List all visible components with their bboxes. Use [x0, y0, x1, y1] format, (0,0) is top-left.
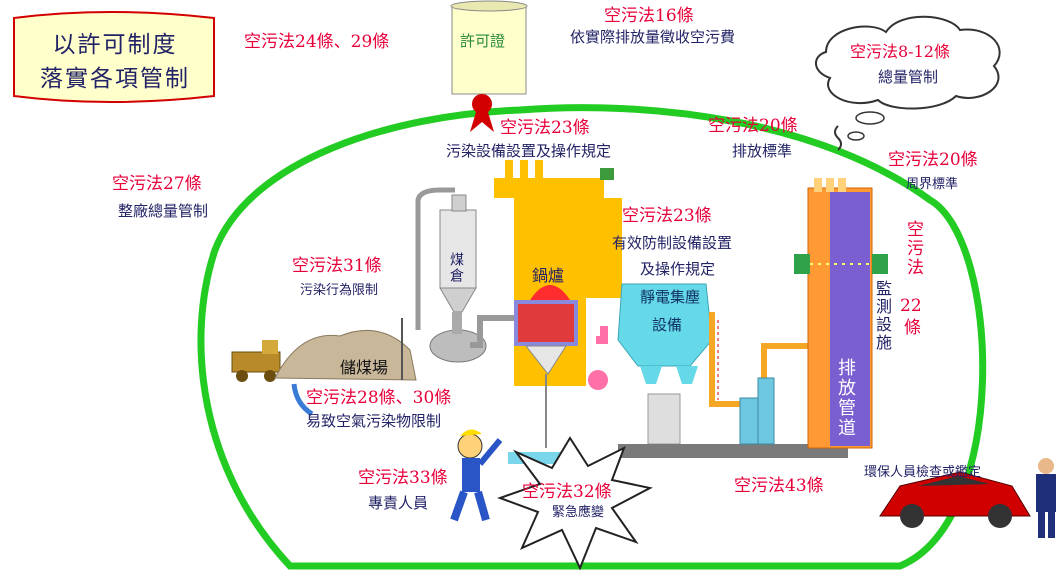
cloud-icon	[815, 15, 1001, 141]
banner-line2: 落實各項管制	[40, 66, 190, 92]
cloud-desc: 總量管制	[878, 68, 939, 86]
equipment-law: 空污法23條	[500, 118, 590, 138]
inspection-law: 空污法43條	[734, 476, 824, 496]
behavior-desc: 污染行為限制	[300, 283, 379, 298]
staff-desc: 專責人員	[368, 494, 429, 512]
silo-icon	[429, 194, 487, 363]
coal-yard-label: 儲煤場	[340, 358, 389, 377]
emergency-law: 空污法32條	[522, 482, 612, 502]
control-desc-1: 有效防制設備設置	[612, 234, 733, 252]
banner-line1: 以許可制度	[52, 32, 178, 58]
car-icon	[879, 471, 1031, 528]
inspector-icon	[1036, 458, 1056, 538]
monitoring-desc: 監測設施	[873, 280, 892, 352]
banner-scroll	[13, 11, 215, 103]
monitoring-law: 空污法	[903, 220, 923, 277]
emission-law: 空污法20條	[708, 116, 798, 136]
stack-label: 排放管道	[835, 358, 856, 438]
permit-scroll-label: 許可證	[460, 32, 506, 50]
silo-label: 煤倉	[448, 252, 464, 284]
monitoring-law-suffix: 條	[904, 318, 921, 338]
fee-law: 空污法16條	[604, 6, 694, 26]
stack-icon	[794, 178, 888, 449]
staff-law: 空污法33條	[358, 468, 448, 488]
monitoring-law-num: 22	[900, 296, 922, 316]
control-law: 空污法23條	[622, 206, 712, 226]
emergency-desc: 緊急應變	[552, 505, 605, 520]
worker-icon	[450, 429, 503, 522]
plant-total-law: 空污法27條	[112, 174, 202, 194]
cloud-law: 空污法8-12條	[850, 42, 950, 61]
green-boundary	[197, 104, 987, 570]
plant-total-desc: 整廠總量管制	[118, 202, 209, 220]
permit-law: 空污法24條、29條	[244, 32, 390, 52]
boiler-icon	[494, 160, 622, 448]
boundary-law: 空污法20條	[888, 150, 978, 170]
fee-desc: 依實際排放量徵收空污費	[570, 28, 736, 46]
explosion-icon	[497, 436, 653, 571]
precipitator-label-1: 靜電集塵	[640, 288, 701, 306]
inspection-desc: 環保人員檢查或鑑定	[864, 465, 982, 480]
air-pollutant-desc: 易致空氣污染物限制	[306, 412, 442, 430]
emission-desc: 排放標準	[732, 142, 793, 160]
precipitator-icon	[617, 283, 848, 458]
precipitator-label-2: 設備	[652, 316, 683, 334]
permit-scroll-icon	[450, 0, 528, 132]
boundary-desc: 周界標準	[906, 177, 959, 192]
truck-icon	[231, 340, 281, 382]
control-desc-2: 及操作規定	[640, 260, 716, 278]
boiler-label: 鍋爐	[532, 266, 565, 285]
banner-text: 以許可制度 落實各項管制	[30, 28, 200, 96]
air-pollutant-law: 空污法28條、30條	[306, 388, 452, 408]
behavior-law: 空污法31條	[292, 256, 382, 276]
equipment-desc: 污染設備設置及操作規定	[446, 142, 612, 160]
